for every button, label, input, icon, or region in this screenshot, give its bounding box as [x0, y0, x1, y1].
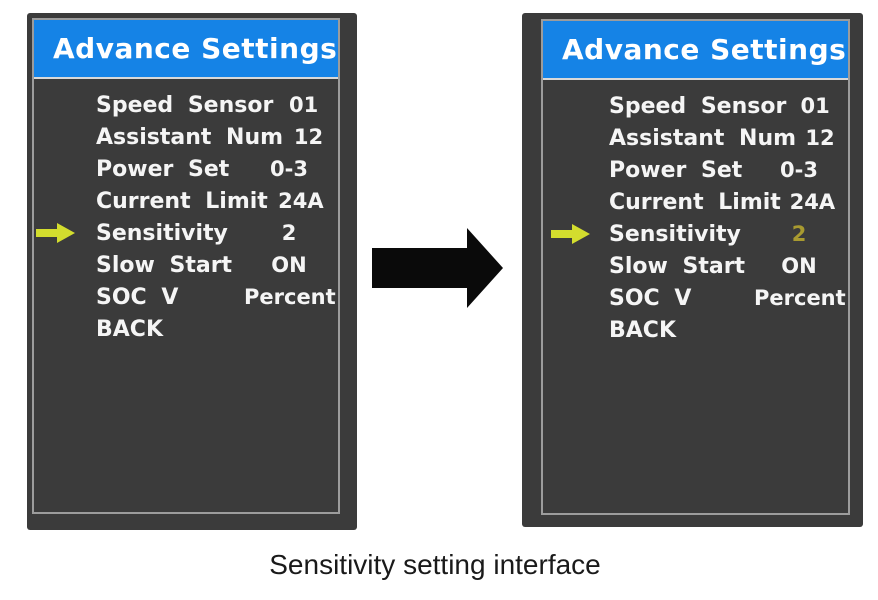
menu-item-slow-start[interactable]: Slow Start ON — [543, 250, 848, 282]
cursor-arrow-icon — [36, 222, 76, 244]
cursor-arrow-icon — [551, 223, 591, 245]
menu-item-label: Slow Start — [96, 252, 233, 278]
menu-item-value: ON — [781, 254, 817, 278]
display-screen-before: Advance Settings Speed Sensor 01 Assista… — [27, 13, 357, 530]
menu-item-value: 12 — [805, 126, 835, 150]
menu-item-value: 24A — [789, 190, 836, 214]
menu-item-value: 12 — [293, 125, 324, 149]
screen-title: Advance Settings — [562, 33, 847, 66]
menu-item-value: 2 — [281, 221, 297, 245]
screen-title: Advance Settings — [53, 32, 338, 65]
menu-item-label: SOC V — [609, 285, 692, 311]
menu-item-current-limit[interactable]: Current Limit 24A — [34, 185, 338, 217]
menu-item-power-set[interactable]: Power Set 0-3 — [543, 154, 848, 186]
settings-menu: Speed Sensor 01 Assistant Num 12 Power S… — [543, 80, 848, 346]
menu-item-value: 2 — [791, 222, 807, 246]
screen-frame: Advance Settings Speed Sensor 01 Assista… — [32, 18, 340, 514]
screen-frame: Advance Settings Speed Sensor 01 Assista… — [541, 19, 850, 515]
menu-item-label: BACK — [609, 317, 676, 343]
menu-item-value: 0-3 — [780, 158, 818, 182]
menu-item-speed-sensor[interactable]: Speed Sensor 01 — [34, 89, 338, 121]
menu-item-label: Assistant Num — [96, 124, 284, 150]
transition-right-arrow-icon — [371, 228, 504, 308]
menu-item-label: BACK — [96, 316, 163, 342]
menu-item-soc-v[interactable]: SOC V Percent — [34, 281, 338, 313]
menu-item-label: Sensitivity — [609, 221, 741, 247]
menu-item-power-set[interactable]: Power Set 0-3 — [34, 153, 338, 185]
menu-item-speed-sensor[interactable]: Speed Sensor 01 — [543, 90, 848, 122]
display-screen-after: Advance Settings Speed Sensor 01 Assista… — [522, 13, 863, 527]
menu-item-back[interactable]: BACK — [543, 314, 848, 346]
menu-item-slow-start[interactable]: Slow Start ON — [34, 249, 338, 281]
menu-item-value: Percent — [754, 286, 846, 310]
menu-item-value: 24A — [278, 189, 324, 213]
menu-item-sensitivity[interactable]: Sensitivity 2 — [543, 218, 848, 250]
screen-title-bar: Advance Settings — [34, 20, 338, 79]
menu-item-label: SOC V — [96, 284, 179, 310]
menu-item-soc-v[interactable]: SOC V Percent — [543, 282, 848, 314]
menu-item-label: Assistant Num — [609, 125, 797, 151]
menu-item-value: Percent — [244, 285, 336, 309]
menu-item-value: 0-3 — [270, 157, 308, 181]
menu-item-label: Current Limit — [609, 189, 781, 215]
menu-item-value: 01 — [800, 94, 830, 118]
menu-item-label: Speed Sensor — [609, 93, 787, 119]
menu-item-current-limit[interactable]: Current Limit 24A — [543, 186, 848, 218]
menu-item-label: Slow Start — [609, 253, 746, 279]
figure-caption: Sensitivity setting interface — [269, 549, 601, 580]
menu-item-value: ON — [271, 253, 307, 277]
menu-item-label: Current Limit — [96, 188, 268, 214]
menu-item-assistant-num[interactable]: Assistant Num 12 — [34, 121, 338, 153]
menu-item-back[interactable]: BACK — [34, 313, 338, 345]
menu-item-label: Power Set — [609, 157, 743, 183]
menu-item-assistant-num[interactable]: Assistant Num 12 — [543, 122, 848, 154]
settings-menu: Speed Sensor 01 Assistant Num 12 Power S… — [34, 79, 338, 345]
screen-title-bar: Advance Settings — [543, 21, 848, 80]
menu-item-label: Power Set — [96, 156, 230, 182]
menu-item-sensitivity[interactable]: Sensitivity 2 — [34, 217, 338, 249]
menu-item-value: 01 — [289, 93, 319, 117]
menu-item-label: Sensitivity — [96, 220, 228, 246]
menu-item-label: Speed Sensor — [96, 92, 274, 118]
